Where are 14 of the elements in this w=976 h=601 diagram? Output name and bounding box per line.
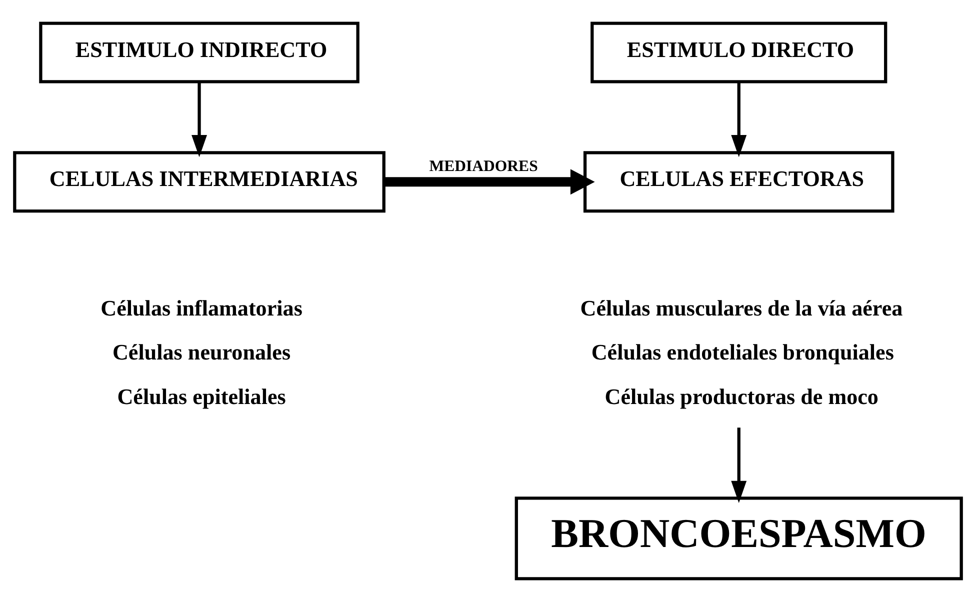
node-box: CELULAS EFECTORAS: [583, 150, 894, 212]
edge-label: MEDIADORES: [429, 157, 538, 174]
node-text: Células musculares de la vía aérea Células endoteliales bronquiales Células productoras de moco: [580, 295, 903, 408]
node-label: Células epiteliales: [117, 383, 286, 408]
node-box: ESTIMULO INDIRECTO: [39, 21, 360, 83]
node-box: BRONCOESPASMO: [514, 496, 963, 580]
arrow: [384, 168, 595, 194]
arrow: [731, 82, 747, 157]
node-box: CELULAS INTERMEDIARIAS: [13, 150, 386, 212]
node-box: ESTIMULO DIRECTO: [590, 21, 888, 83]
node-label: Células inflamatorias: [100, 295, 302, 320]
arrow: [731, 427, 747, 502]
node-label: Células neuronales: [112, 339, 291, 364]
arrow: [192, 82, 208, 157]
